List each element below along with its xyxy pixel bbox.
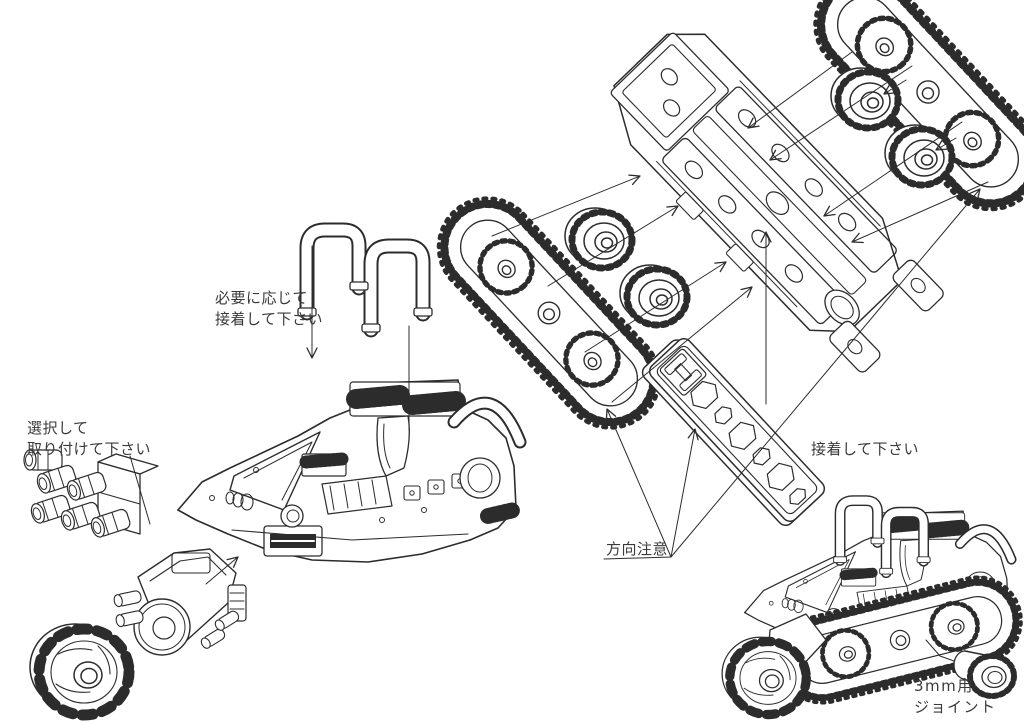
annotation-glue-here: 接着して下さい (811, 439, 919, 460)
claw-unit-illustration (112, 548, 247, 656)
missile-pod-illustration (24, 450, 158, 539)
select-attach-leaders (129, 455, 239, 585)
annotation-glue-as-needed: 必要に応じて 接着して下さい (215, 288, 323, 330)
annotation-glue-here-text: 接着して下さい (811, 440, 920, 458)
direction-caution-leaders (603, 188, 981, 560)
annotation-joint-3mm-line2: ジョイント (914, 698, 997, 716)
annotation-direction-caution: 方向注意 (606, 539, 668, 560)
joint-3mm-illustration (925, 639, 1014, 696)
annotation-select-line2: 取り付けて下さい (27, 440, 152, 458)
pipe-glue-leaders (306, 245, 410, 431)
annotation-joint-3mm: 3mm用 ジョイント (914, 676, 997, 718)
assembly-alignment-lines (491, 51, 989, 405)
annotation-glue-as-needed-line2: 接着して下さい (215, 310, 324, 328)
vehicle-body-illustration (178, 380, 520, 562)
assembled-vehicle-illustration (722, 501, 1024, 715)
ladder-plate-illustration (638, 331, 829, 530)
front-wheel-illustration (30, 624, 129, 715)
annotation-glue-as-needed-line1: 必要に応じて (215, 289, 309, 307)
annotation-select-and-attach: 選択して 取り付けて下さい (27, 418, 151, 460)
annotation-direction-caution-text: 方向注意 (606, 540, 669, 558)
annotation-joint-3mm-line1: 3mm用 (914, 677, 974, 695)
annotation-select-line1: 選択して (27, 419, 89, 437)
